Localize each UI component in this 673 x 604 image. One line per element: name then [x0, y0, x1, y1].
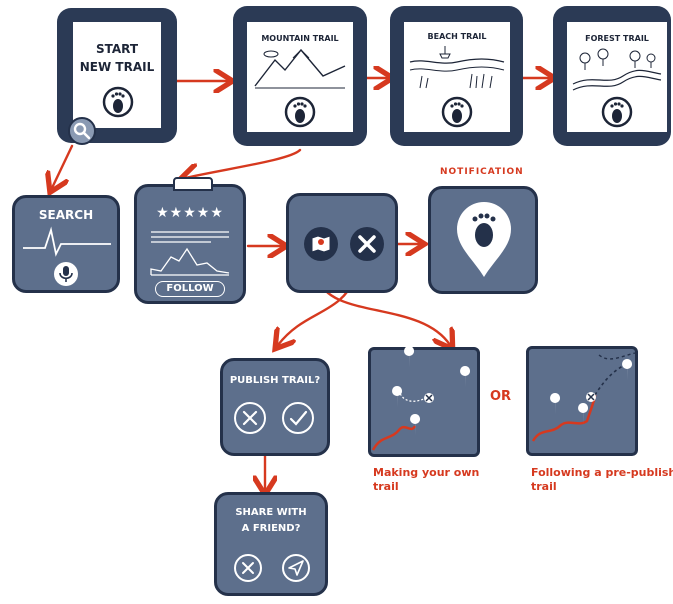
footprint-button-icon[interactable]	[441, 96, 473, 128]
map-icon[interactable]	[303, 226, 339, 262]
own-trail-map[interactable]	[368, 346, 480, 457]
mountain-trail-watch[interactable]: MOUNTAIN TRAIL	[233, 6, 367, 146]
start-trail-screen: START NEW TRAIL	[73, 22, 161, 128]
notification-screen[interactable]	[428, 186, 538, 294]
forest-illustration	[572, 48, 662, 91]
follow-trail-caption-line2: trail	[531, 480, 557, 493]
or-label: OR	[490, 389, 512, 404]
beach-trail-screen: BEACH TRAIL	[404, 22, 510, 132]
decline-icon[interactable]	[233, 553, 263, 583]
footprint-button-icon[interactable]	[284, 96, 316, 128]
rating-stars: ★★★★★	[156, 205, 224, 221]
search-title: SEARCH	[38, 208, 94, 222]
beach-title: BEACH TRAIL	[427, 32, 487, 41]
follow-trail-caption-line1: Following a pre-published	[531, 466, 673, 479]
decline-icon[interactable]	[233, 401, 267, 435]
new-trail-label: NEW TRAIL	[79, 60, 155, 74]
publish-trail-screen[interactable]: PUBLISH TRAIL?	[220, 358, 330, 456]
confirm-check-icon[interactable]	[281, 401, 315, 435]
follow-trail-map[interactable]	[526, 346, 638, 456]
forest-trail-watch[interactable]: FOREST TRAIL	[553, 6, 671, 146]
choice-screen[interactable]	[286, 193, 398, 293]
mountain-trail-screen: MOUNTAIN TRAIL	[247, 22, 353, 132]
own-trail-route	[371, 346, 471, 451]
watch-strap	[173, 177, 213, 191]
start-label: START	[95, 42, 139, 56]
own-trail-caption-line2: trail	[373, 480, 399, 493]
mountain-illustration	[254, 48, 346, 89]
footprint-button-icon[interactable]	[601, 96, 633, 128]
start-trail-watch[interactable]: START NEW TRAIL	[57, 8, 177, 146]
publish-title: PUBLISH TRAIL?	[229, 375, 321, 386]
trail-description-lines	[151, 231, 229, 243]
search-screen[interactable]: SEARCH	[12, 195, 120, 293]
own-trail-caption-line1: Making your own	[373, 466, 480, 479]
follow-button[interactable]: FOLLOW	[155, 281, 225, 297]
search-magnifier-icon[interactable]	[67, 116, 97, 146]
forest-title: FOREST TRAIL	[585, 34, 649, 43]
follow-trail-route	[531, 352, 636, 442]
share-title-line2: A FRIEND?	[241, 523, 301, 534]
share-title-line1: SHARE WITH	[235, 507, 307, 518]
elevation-chart-icon	[150, 247, 230, 276]
waveform-icon	[23, 226, 111, 257]
forest-trail-screen: FOREST TRAIL	[567, 22, 667, 132]
notification-label: NOTIFICATION	[440, 167, 524, 177]
share-screen[interactable]: SHARE WITH A FRIEND?	[214, 492, 328, 596]
mountain-title: MOUNTAIN TRAIL	[261, 34, 339, 43]
microphone-icon[interactable]	[52, 260, 80, 288]
beach-trail-watch[interactable]: BEACH TRAIL	[390, 6, 523, 146]
footprint-button-icon[interactable]	[102, 86, 134, 118]
footprint-pin-icon	[457, 202, 511, 277]
beach-illustration	[409, 46, 505, 89]
send-icon[interactable]	[281, 553, 311, 583]
trail-detail-screen[interactable]: ★★★★★ FOLLOW	[134, 177, 246, 304]
close-icon[interactable]	[349, 226, 385, 262]
